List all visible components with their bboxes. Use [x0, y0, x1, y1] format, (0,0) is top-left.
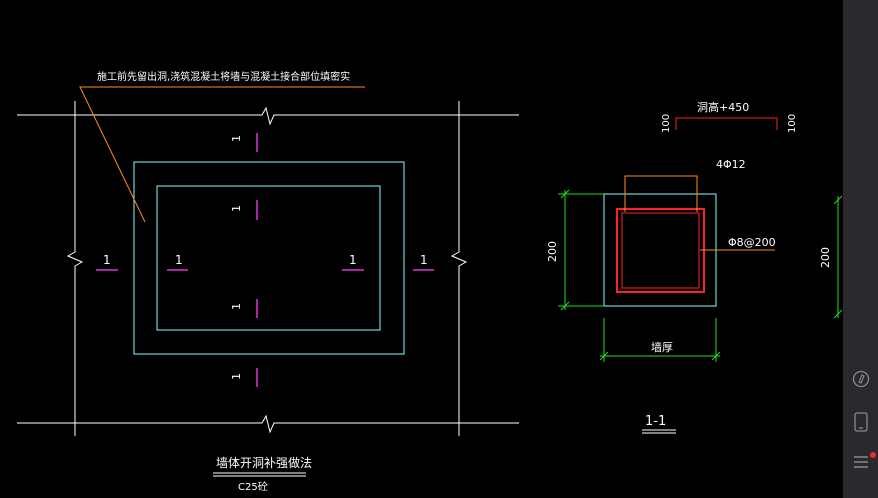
- menu-icon: [853, 456, 868, 468]
- opening-inner-rect: [156, 185, 381, 331]
- section-view: 洞高+450 100 100 4Φ12 Φ8@200 200: [546, 100, 798, 434]
- cut-mark-label: 1: [230, 303, 243, 310]
- stirrup-rect: [616, 208, 705, 293]
- dim-opening-text: 洞高+450: [697, 100, 749, 114]
- dim-width-group: 墙厚: [599, 318, 721, 362]
- pen-icon: [852, 370, 869, 388]
- dim-width-text: 墙厚: [651, 340, 673, 354]
- dim-tick: [833, 309, 843, 319]
- rebar-long-text: 4Φ12: [716, 158, 746, 171]
- rebar-stirrup-text: Φ8@200: [728, 236, 776, 249]
- opening-bracket: [675, 117, 778, 130]
- cut-mark-label: 1: [230, 373, 243, 380]
- cut-mark-label: 1: [103, 253, 111, 267]
- menu-button[interactable]: [843, 444, 878, 480]
- plan-title: 墙体开洞补强做法: [216, 455, 312, 470]
- cut-mark-label: 1: [420, 253, 428, 267]
- section-marks-vertical: 1 1 1 1: [230, 133, 258, 387]
- wall-right-line: [450, 101, 468, 436]
- stirrup-inner-rect: [621, 212, 700, 289]
- phone-icon: [853, 412, 868, 432]
- cut-mark-label: 1: [230, 205, 243, 212]
- dim-height-partial-text: 200: [819, 247, 832, 268]
- wall-bottom-line: [17, 414, 519, 434]
- cut-mark-label: 1: [349, 253, 357, 267]
- dim-tick: [599, 351, 609, 361]
- pen-button[interactable]: [843, 361, 878, 397]
- wall-top-line: [17, 106, 519, 126]
- annotation-leader: [79, 86, 365, 223]
- dim-tick: [711, 351, 721, 361]
- cut-mark-label: 1: [230, 135, 243, 142]
- cut-mark-label: 1: [175, 253, 183, 267]
- side-toolbar: [843, 0, 878, 498]
- dim-height-group: 200: [546, 189, 604, 311]
- dim-left-100: 100: [661, 114, 672, 133]
- phone-button[interactable]: [843, 404, 878, 440]
- section-marks-horizontal: 1 1 1 1: [96, 253, 434, 271]
- dim-tick: [833, 195, 843, 205]
- plan-subtitle: C25砼: [238, 480, 268, 493]
- rebar-long-leader: [624, 175, 698, 212]
- dim-tick: [560, 189, 570, 199]
- annotation-note-text: 施工前先留出洞,浇筑混凝土将墙与混凝土接合部位填密实: [97, 70, 350, 83]
- partial-dimension: 200: [819, 195, 843, 319]
- plan-view: 施工前先留出洞,浇筑混凝土将墙与混凝土接合部位填密实 1 1 1 1 1 1 1…: [17, 70, 519, 493]
- wall-left-line: [66, 101, 84, 436]
- dim-height-text: 200: [546, 241, 559, 262]
- frame-outer-rect: [133, 161, 405, 355]
- dim-tick: [560, 301, 570, 311]
- section-title: 1-1: [645, 414, 666, 429]
- notification-dot: [870, 452, 876, 458]
- dim-right-100: 100: [787, 114, 798, 133]
